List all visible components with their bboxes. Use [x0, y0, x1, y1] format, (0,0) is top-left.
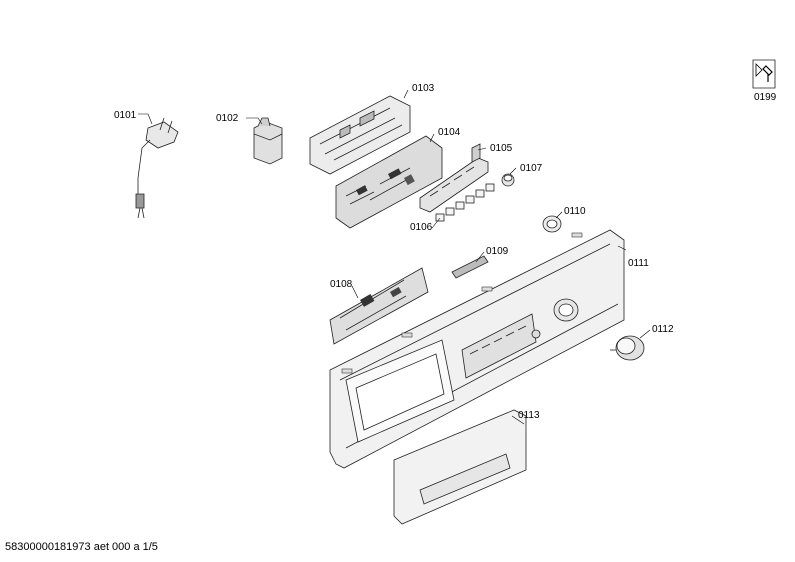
label-0111: 0111	[628, 258, 649, 269]
document-footer: 58300000181973 aet 000 a 1/5	[5, 541, 158, 553]
part-0102-filter	[253, 117, 283, 165]
label-0103: 0103	[412, 83, 435, 94]
label-0199: 0199	[754, 92, 777, 103]
label-0110: 0110	[564, 206, 586, 217]
label-0108: 0108	[330, 279, 353, 290]
part-0109-display-window	[451, 255, 489, 279]
label-0113: 0113	[518, 410, 540, 421]
part-0113-drawer-handle	[393, 409, 527, 525]
label-0112: 0112	[652, 324, 674, 335]
label-0105: 0105	[490, 143, 513, 154]
part-0107-small-knob	[501, 173, 515, 187]
label-0106: 0106	[410, 222, 433, 233]
part-0105-button-carrier	[419, 143, 489, 213]
service-tool-icon	[752, 59, 776, 89]
part-0106-buttons	[435, 183, 495, 222]
part-0108-display-board	[329, 267, 429, 345]
leader-lines	[138, 89, 651, 425]
part-0103-module-housing	[309, 95, 411, 175]
label-0104: 0104	[438, 127, 461, 138]
part-0110-knob-ring	[542, 215, 562, 233]
label-0101: 0101	[114, 110, 137, 121]
part-0112-program-knob	[610, 335, 645, 361]
label-0107: 0107	[520, 163, 543, 174]
part-0104-circuit-board	[335, 135, 443, 229]
part-0101-power-cord	[135, 117, 179, 219]
part-0111-fascia-panel	[329, 229, 625, 469]
label-0109: 0109	[486, 246, 509, 257]
label-0102: 0102	[216, 113, 239, 124]
